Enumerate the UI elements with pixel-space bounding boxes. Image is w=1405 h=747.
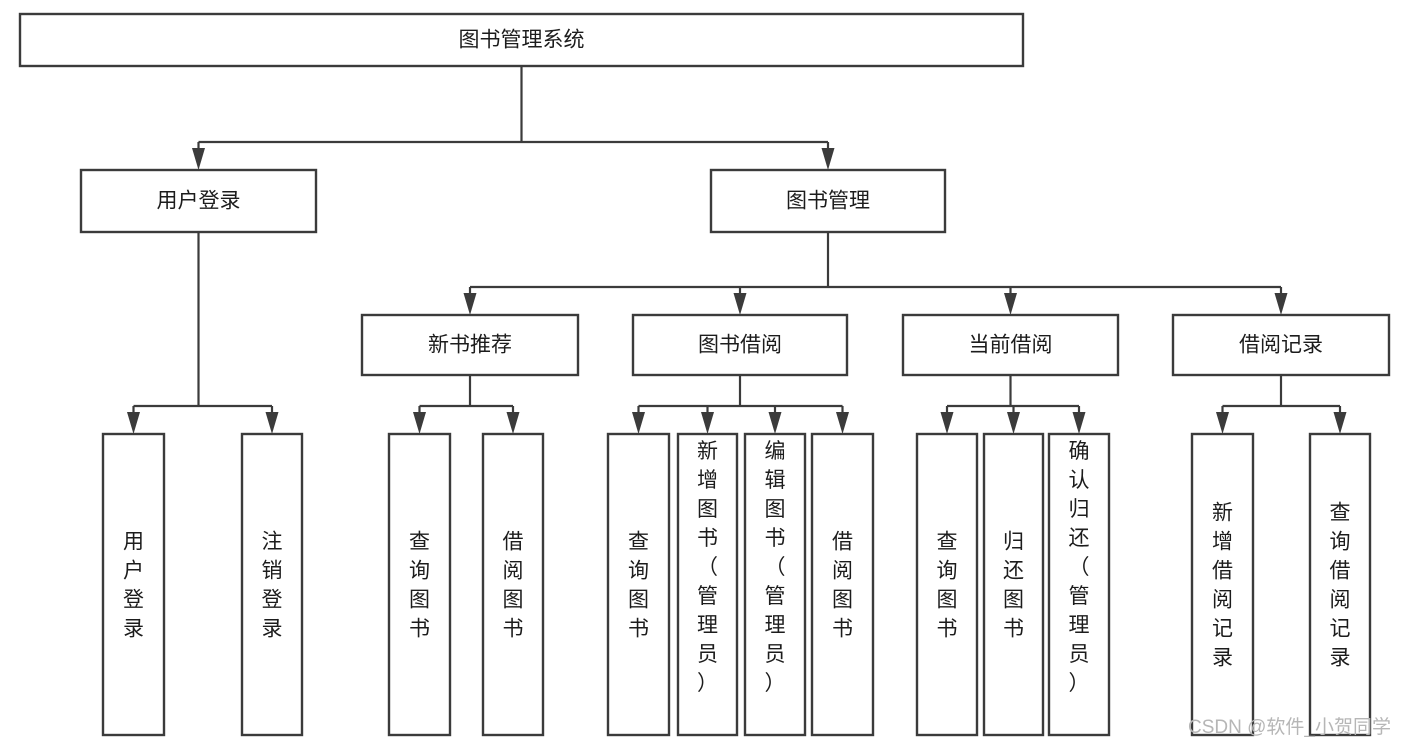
arrow-head-icon <box>192 148 205 170</box>
node-label: 用户登录 <box>157 190 241 213</box>
connector-group-borrow_record <box>1216 375 1347 434</box>
arrow-head-icon <box>506 412 520 434</box>
node-label: 借阅记录 <box>1239 334 1323 357</box>
node-label: 新增图书（管理员） <box>697 440 718 695</box>
arrow-head-icon <box>940 412 954 434</box>
arrow-head-icon <box>768 412 782 434</box>
node-book-borrow[interactable]: 图书借阅 <box>631 313 849 377</box>
connectors-layer <box>127 66 1347 434</box>
connector-group-new_book_rec <box>413 375 520 434</box>
node-box <box>481 432 545 737</box>
node-box <box>1308 432 1372 737</box>
arrow-head-icon <box>127 412 140 434</box>
node-current-borrow[interactable]: 当前借阅 <box>901 313 1120 377</box>
node-label: 注销登录 <box>262 531 283 641</box>
node-leaf-query-record[interactable]: 查询借阅记录 <box>1308 432 1372 737</box>
node-label: 用户登录 <box>123 531 144 641</box>
node-box <box>18 12 1025 68</box>
node-label: 查询图书 <box>409 531 430 641</box>
arrow-head-icon <box>836 412 849 434</box>
node-borrow-record[interactable]: 借阅记录 <box>1171 313 1391 377</box>
node-box <box>810 432 875 737</box>
connector-group-root <box>192 66 835 170</box>
node-book-manage[interactable]: 图书管理 <box>709 168 947 234</box>
node-leaf-return-book[interactable]: 归还图书 <box>982 432 1045 737</box>
node-label: 确认归还（管理员） <box>1069 440 1090 695</box>
arrow-head-icon <box>1274 293 1288 315</box>
node-box <box>901 313 1120 377</box>
node-label: 借阅图书 <box>832 531 853 641</box>
node-label: 新书推荐 <box>428 334 512 357</box>
node-label: 借阅图书 <box>503 531 524 641</box>
node-box <box>240 432 304 737</box>
node-label: 归还图书 <box>1003 531 1024 641</box>
node-leaf-query-book-a[interactable]: 查询图书 <box>387 432 452 737</box>
arrow-head-icon <box>1072 412 1086 434</box>
node-leaf-add-record[interactable]: 新增借阅记录 <box>1190 432 1255 737</box>
node-label: 查询图书 <box>628 531 649 641</box>
node-leaf-query-book-b[interactable]: 查询图书 <box>606 432 671 737</box>
node-leaf-user-logout[interactable]: 注销登录 <box>240 432 304 737</box>
node-label: 查询图书 <box>937 531 958 641</box>
node-box <box>1171 313 1391 377</box>
arrow-head-icon <box>733 293 747 315</box>
node-user-login[interactable]: 用户登录 <box>79 168 318 234</box>
node-leaf-query-book-c[interactable]: 查询图书 <box>915 432 979 737</box>
arrow-head-icon <box>463 293 477 315</box>
node-box <box>1047 432 1111 737</box>
node-box <box>606 432 671 737</box>
node-box <box>101 432 166 737</box>
arrow-head-icon <box>701 412 714 434</box>
arrow-head-icon <box>632 412 645 434</box>
arrow-head-icon <box>821 148 835 170</box>
nodes-layer: 图书管理系统用户登录图书管理新书推荐图书借阅当前借阅借阅记录用户登录注销登录查询… <box>18 12 1391 737</box>
node-box <box>709 168 947 234</box>
node-box <box>982 432 1045 737</box>
node-box <box>743 432 807 737</box>
node-leaf-user-login[interactable]: 用户登录 <box>101 432 166 737</box>
node-root[interactable]: 图书管理系统 <box>18 12 1025 68</box>
node-new-book-rec[interactable]: 新书推荐 <box>360 313 580 377</box>
node-box <box>387 432 452 737</box>
node-label: 编辑图书（管理员） <box>765 440 786 695</box>
arrow-head-icon <box>413 412 426 434</box>
node-label: 图书管理系统 <box>459 29 585 52</box>
node-leaf-borrow-book-b[interactable]: 借阅图书 <box>810 432 875 737</box>
arrow-head-icon <box>1216 412 1229 434</box>
node-label: 新增借阅记录 <box>1212 502 1233 670</box>
node-box <box>631 313 849 377</box>
arrow-head-icon <box>1333 412 1347 434</box>
node-box <box>676 432 739 737</box>
arrow-head-icon <box>265 412 279 434</box>
node-label: 图书管理 <box>786 190 870 213</box>
node-leaf-confirm-return[interactable]: 确认归还（管理员） <box>1047 432 1111 737</box>
connector-group-book_manage <box>463 232 1288 315</box>
connector-group-current_borrow <box>940 375 1086 434</box>
node-box <box>79 168 318 234</box>
node-box <box>360 313 580 377</box>
node-label: 查询借阅记录 <box>1330 502 1351 670</box>
watermark-label: CSDN @软件_小贺同学 <box>1188 717 1391 738</box>
node-label: 当前借阅 <box>969 334 1053 357</box>
arrow-head-icon <box>1007 412 1020 434</box>
node-leaf-edit-book[interactable]: 编辑图书（管理员） <box>743 432 807 737</box>
node-leaf-add-book[interactable]: 新增图书（管理员） <box>676 432 739 737</box>
node-box <box>1190 432 1255 737</box>
connector-group-book_borrow <box>632 375 849 434</box>
connector-group-user_login <box>127 232 279 434</box>
node-leaf-borrow-book-a[interactable]: 借阅图书 <box>481 432 545 737</box>
node-label: 图书借阅 <box>698 334 782 357</box>
node-box <box>915 432 979 737</box>
arrow-head-icon <box>1004 293 1017 315</box>
